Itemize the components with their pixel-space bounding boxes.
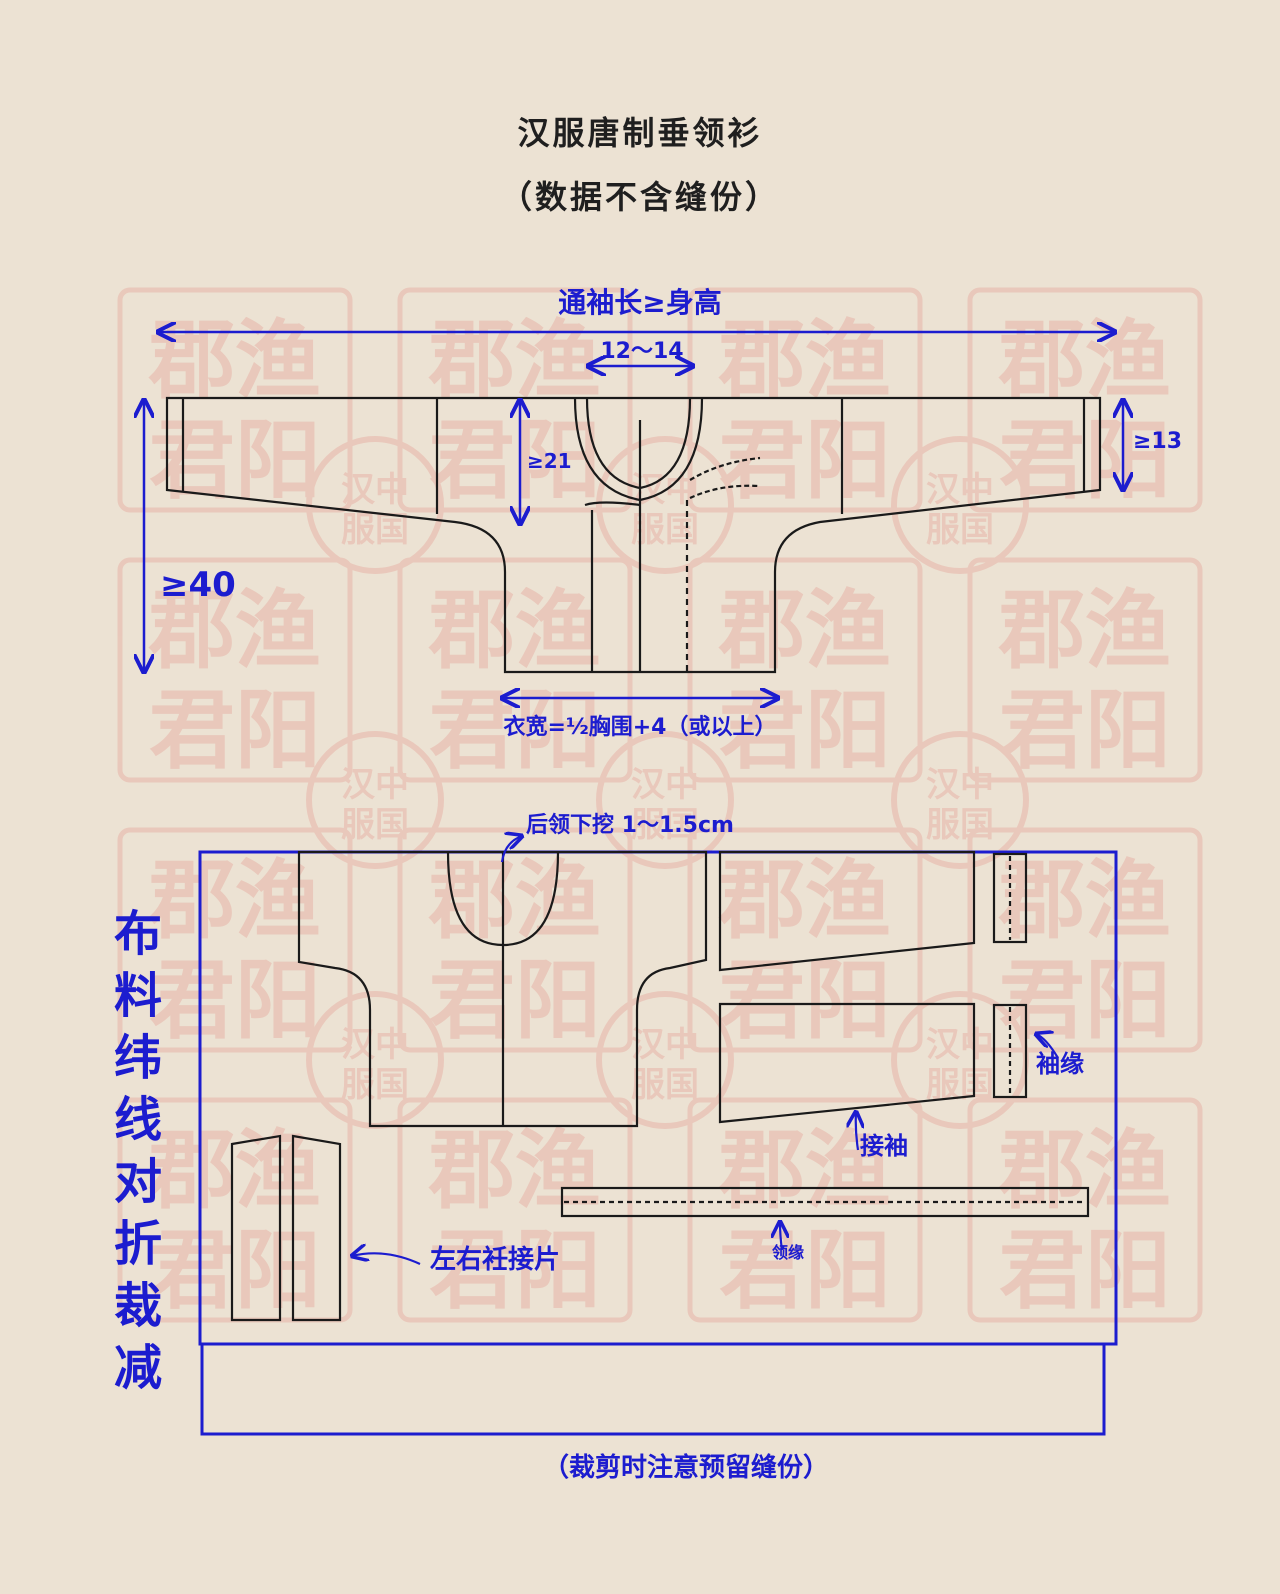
collar-band-piece bbox=[560, 1186, 1090, 1218]
gusset-piece-right bbox=[291, 1134, 342, 1322]
svg-text:郡渔: 郡渔 bbox=[148, 311, 321, 411]
svg-text:君阳: 君阳 bbox=[149, 1221, 321, 1321]
svg-text:服国: 服国 bbox=[926, 510, 994, 550]
fabric-extension bbox=[200, 1344, 1106, 1436]
cuff-piece-label: 袖缘 bbox=[1036, 1050, 1084, 1078]
svg-text:郡渔: 郡渔 bbox=[718, 581, 891, 681]
sleeve-extension-label: 接袖 bbox=[860, 1132, 908, 1160]
svg-text:郡渔: 郡渔 bbox=[428, 311, 601, 411]
svg-text:君阳: 君阳 bbox=[149, 951, 321, 1051]
garment-front-view bbox=[165, 396, 1102, 674]
svg-text:君阳: 君阳 bbox=[719, 951, 891, 1051]
gusset-label: 左右衽接片 bbox=[430, 1244, 560, 1275]
cutting-pieces bbox=[230, 850, 1090, 1322]
svg-text:汉中: 汉中 bbox=[341, 765, 409, 805]
gusset-piece-left bbox=[230, 1134, 282, 1322]
sleeve-length-label: 通袖长≥身高 bbox=[558, 286, 721, 319]
svg-text:郡渔: 郡渔 bbox=[718, 311, 891, 411]
svg-text:郡渔: 郡渔 bbox=[718, 851, 891, 951]
svg-text:汉中: 汉中 bbox=[926, 765, 994, 805]
svg-text:服国: 服国 bbox=[631, 510, 699, 550]
svg-text:汉中: 汉中 bbox=[631, 765, 699, 805]
body-width-label: 衣宽=½胸围+4（或以上） bbox=[504, 714, 777, 740]
fabric-note: 布料纬线对折裁减 bbox=[114, 906, 162, 1396]
subtitle: （数据不含缝份） bbox=[499, 178, 780, 216]
svg-text:郡渔: 郡渔 bbox=[998, 1121, 1171, 1221]
svg-text:汉中: 汉中 bbox=[341, 1025, 409, 1065]
garment-outline bbox=[165, 396, 1102, 674]
svg-text:服国: 服国 bbox=[341, 1065, 409, 1105]
cuff-width-label: ≥13 bbox=[1133, 429, 1182, 454]
watermark: 郡渔君阳郡渔君阳郡渔君阳郡渔君阳郡渔君阳郡渔君阳郡渔君阳郡渔君阳郡渔君阳郡渔君阳… bbox=[117, 287, 1203, 1323]
collar-band-label: 领缘 bbox=[772, 1243, 804, 1262]
svg-text:服国: 服国 bbox=[631, 805, 699, 845]
layout-pointers bbox=[352, 836, 1059, 1266]
svg-text:汉中: 汉中 bbox=[341, 470, 409, 510]
svg-text:郡渔: 郡渔 bbox=[148, 581, 321, 681]
svg-text:郡渔: 郡渔 bbox=[428, 581, 601, 681]
svg-text:服国: 服国 bbox=[341, 805, 409, 845]
svg-text:郡渔: 郡渔 bbox=[428, 1121, 601, 1221]
sleeve-piece-upper bbox=[718, 850, 976, 972]
footer-note: （裁剪时注意预留缝份） bbox=[543, 1452, 829, 1483]
svg-text:君阳: 君阳 bbox=[719, 411, 891, 511]
cuff-piece-upper bbox=[992, 852, 1028, 944]
svg-text:郡渔: 郡渔 bbox=[428, 851, 601, 951]
cuff-piece-lower bbox=[992, 1003, 1028, 1099]
svg-text:服国: 服国 bbox=[631, 1065, 699, 1105]
sleeve-piece-lower bbox=[718, 1002, 976, 1124]
svg-text:汉中: 汉中 bbox=[926, 1025, 994, 1065]
svg-text:汉中: 汉中 bbox=[631, 1025, 699, 1065]
tie-left bbox=[584, 501, 641, 507]
svg-text:君阳: 君阳 bbox=[999, 951, 1171, 1051]
svg-text:君阳: 君阳 bbox=[999, 681, 1171, 781]
neck-depth-label: ≥21 bbox=[527, 449, 572, 473]
svg-text:君阳: 君阳 bbox=[429, 951, 601, 1051]
tie-strap-upper bbox=[689, 456, 761, 481]
body-length-label: ≥40 bbox=[160, 565, 236, 605]
main-title: 汉服唐制垂领衫 bbox=[517, 114, 763, 152]
svg-text:郡渔: 郡渔 bbox=[998, 311, 1171, 411]
svg-text:郡渔: 郡渔 bbox=[998, 851, 1171, 951]
svg-text:郡渔: 郡渔 bbox=[998, 581, 1171, 681]
svg-text:郡渔: 郡渔 bbox=[718, 1121, 891, 1221]
svg-text:君阳: 君阳 bbox=[429, 1221, 601, 1321]
svg-text:郡渔: 郡渔 bbox=[148, 851, 321, 951]
svg-text:君阳: 君阳 bbox=[429, 411, 601, 511]
svg-text:君阳: 君阳 bbox=[999, 1221, 1171, 1321]
svg-text:君阳: 君阳 bbox=[149, 681, 321, 781]
svg-text:君阳: 君阳 bbox=[149, 411, 321, 511]
svg-text:服国: 服国 bbox=[926, 805, 994, 845]
tie-strap-lower bbox=[689, 484, 759, 499]
top-dimensions bbox=[144, 332, 1123, 698]
svg-text:君阳: 君阳 bbox=[719, 1221, 891, 1321]
back-neck-label: 后领下挖 1～1.5cm bbox=[526, 812, 734, 838]
body-piece bbox=[297, 850, 708, 1128]
neck-width-label: 12～14 bbox=[600, 339, 683, 364]
